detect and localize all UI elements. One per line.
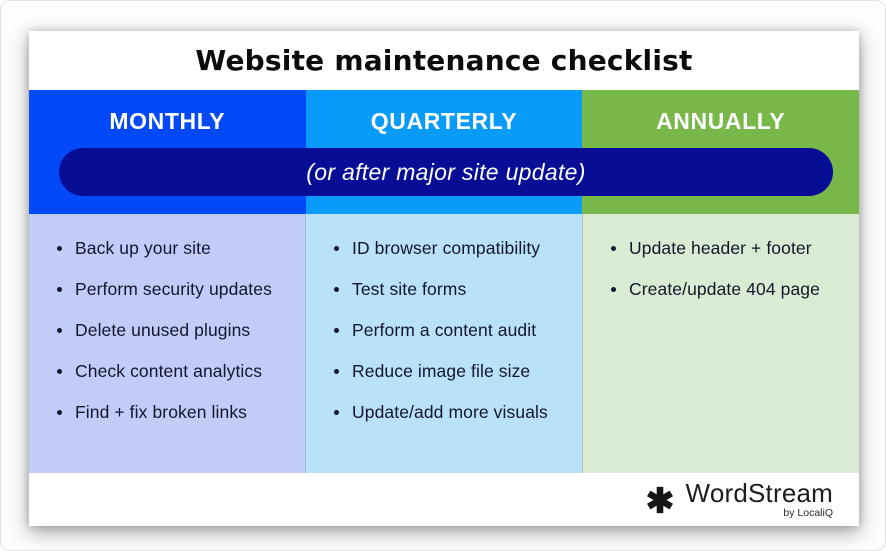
list-item: Create/update 404 page [611,280,851,299]
checklist-card: Website maintenance checklist MONTHLY QU… [29,31,860,526]
task-text: Test site forms [352,279,467,299]
bullet-icon [611,246,616,251]
bullet-icon [57,328,62,333]
bullet-icon [334,246,339,251]
task-text: Update/add more visuals [352,402,548,422]
bullet-icon [57,287,62,292]
task-text: Check content analytics [75,361,263,381]
task-text: Reduce image file size [352,361,531,381]
list-item: Perform security updates [57,280,297,299]
banner-pill: (or after major site update) [59,148,833,196]
task-text: Create/update 404 page [629,279,820,299]
task-text: Find + fix broken links [75,402,248,422]
list-item: ID browser compatibility [334,239,574,258]
annually-task-list: Update header + footer Create/update 404… [582,214,859,473]
list-item: Find + fix broken links [57,403,297,422]
bullet-icon [334,328,339,333]
list-item: Test site forms [334,280,574,299]
bullet-icon [334,287,339,292]
bullet-icon [57,246,62,251]
task-text: ID browser compatibility [352,238,541,258]
page-title: Website maintenance checklist [195,44,693,77]
list-item: Delete unused plugins [57,321,297,340]
brand-byline: by LocaliQ [783,506,833,519]
list-item: Back up your site [57,239,297,258]
footer: WordStream by LocaliQ [29,473,859,526]
wordstream-asterisk-icon [643,483,677,517]
bullet-icon [611,287,616,292]
list-item: Check content analytics [57,362,297,381]
list-item: Update header + footer [611,239,851,258]
task-text: Delete unused plugins [75,320,251,340]
header-quarterly-label: QUARTERLY [370,108,518,134]
list-item: Perform a content audit [334,321,574,340]
title-band: Website maintenance checklist [29,31,859,90]
task-text: Update header + footer [629,238,812,258]
bullet-icon [334,369,339,374]
brand-name: WordStream [685,477,833,508]
monthly-task-list: Back up your site Perform security updat… [29,214,305,473]
bullet-icon [57,410,62,415]
quarterly-task-list: ID browser compatibility Test site forms… [305,214,582,473]
list-item: Update/add more visuals [334,403,574,422]
column-bodies: Back up your site Perform security updat… [29,214,859,473]
column-headers: MONTHLY QUARTERLY ANNUALLY (or after maj… [29,90,860,214]
brand-block: WordStream by LocaliQ [685,477,833,519]
list-item: Reduce image file size [334,362,574,381]
task-text: Perform security updates [75,279,272,299]
task-text: Back up your site [75,238,211,258]
banner-text: (or after major site update) [306,158,586,185]
header-monthly-label: MONTHLY [109,108,226,134]
bullet-icon [57,369,62,374]
header-annually-label: ANNUALLY [656,108,786,134]
bullet-icon [334,410,339,415]
task-text: Perform a content audit [352,320,537,340]
